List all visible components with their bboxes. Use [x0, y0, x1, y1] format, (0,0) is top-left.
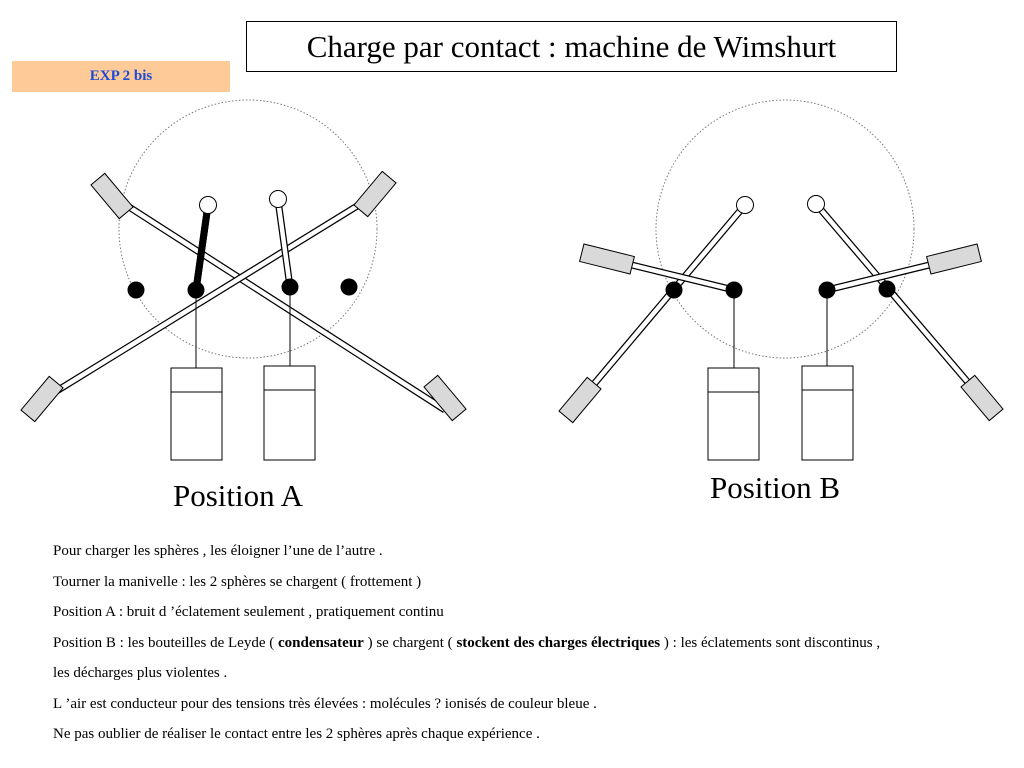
- rod-b-right-diag: [813, 201, 986, 403]
- note-line: Position A : bruit d ’éclatement seuleme…: [53, 604, 444, 620]
- note-line: Pour charger les sphères , les éloigner …: [53, 543, 383, 559]
- position-b-diagram: [558, 99, 1004, 461]
- small-sphere-b-left: [736, 196, 754, 214]
- pivot-b3: [818, 281, 836, 299]
- spark-rod-a-right: [274, 199, 294, 288]
- brush-rod-a-right: [40, 192, 377, 403]
- brush-rod-a-left: [110, 193, 447, 413]
- small-sphere-a-right: [269, 190, 287, 208]
- brush-block-a3: [353, 170, 397, 218]
- pivot-a1: [127, 281, 145, 299]
- experiment-tag-text: EXP 2 bis: [89, 68, 153, 84]
- brush-block-a2: [423, 374, 467, 422]
- leyde-jar-a-right: [263, 365, 316, 461]
- pivot-b4: [878, 280, 896, 298]
- leyde-jar-b-left: [707, 367, 760, 461]
- position-a-label: Position A: [173, 478, 304, 513]
- pivot-a4: [340, 278, 358, 296]
- position-a-diagram: [20, 99, 467, 461]
- pivot-b1: [665, 281, 683, 299]
- brush-block-b4: [960, 374, 1004, 422]
- brush-block-b3: [558, 376, 602, 424]
- note-line: L ’air est conducteur pour des tensions …: [53, 695, 597, 712]
- disc-b: [655, 99, 915, 359]
- note-line-position-b: Position B : les bouteilles de Leyde ( c…: [53, 628, 1018, 659]
- small-sphere-a-left: [199, 196, 217, 214]
- note-text: ) se chargent (: [363, 634, 457, 651]
- note-line: Ne pas oublier de réaliser le contact en…: [53, 726, 540, 742]
- note-line: Tourner la manivelle : les 2 sphères se …: [53, 573, 422, 590]
- leyde-jar-a-left: [170, 367, 223, 461]
- rod-b-left-diag: [575, 202, 748, 406]
- notes-text: Pour charger les sphères , les éloigner …: [53, 536, 1018, 750]
- note-text: Position B : les bouteilles de Leyde (: [53, 634, 278, 651]
- pivot-a3: [281, 278, 299, 296]
- note-bold-charges: stockent des charges électriques: [456, 634, 661, 651]
- leyde-jar-b-right: [801, 365, 854, 461]
- note-text: ) : les éclatements sont discontinus ,: [660, 634, 881, 651]
- note-bold-condensateur: condensateur: [277, 634, 364, 651]
- slide-title-text: Charge par contact : machine de Wimshurt: [306, 28, 837, 64]
- small-sphere-b-right: [807, 195, 825, 213]
- disc-a: [118, 99, 378, 359]
- brush-block-b2: [925, 243, 983, 275]
- slide-title: Charge par contact : machine de Wimshurt: [246, 21, 897, 72]
- spark-arm-a-left: [192, 204, 212, 291]
- experiment-tag: EXP 2 bis: [12, 61, 230, 92]
- pivot-b2: [725, 281, 743, 299]
- pivot-a2: [187, 281, 205, 299]
- brush-block-a4: [20, 375, 64, 423]
- note-line: les décharges plus violentes .: [53, 665, 228, 681]
- position-b-label: Position B: [710, 470, 841, 505]
- brush-block-b1: [578, 243, 636, 275]
- brush-block-a1: [90, 172, 134, 220]
